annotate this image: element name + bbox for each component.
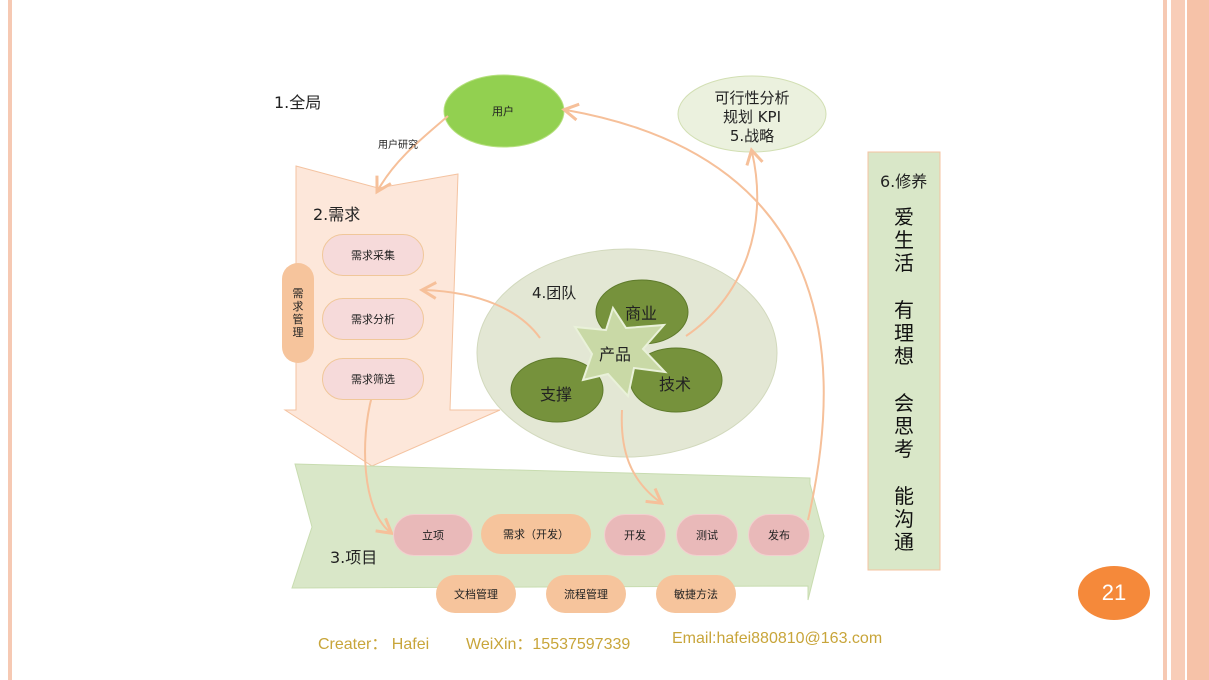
cultivation-line-2: 有 理 想 xyxy=(868,299,940,368)
left-border-line xyxy=(8,0,12,680)
strategy-line3: 5.战略 xyxy=(729,127,775,145)
cultivation-char: 活 xyxy=(894,251,914,275)
strategy-line2: 规划 KPI xyxy=(722,108,782,126)
arrow-team-to-requirements xyxy=(418,281,541,339)
team-label: 4.团队 xyxy=(532,284,577,302)
team-business-label: 商业 xyxy=(625,304,658,323)
req-mgmt-char-1: 需 xyxy=(292,287,304,300)
cultivation-char: 思 xyxy=(894,414,914,438)
req-item-filter: 需求筛选 xyxy=(322,358,424,400)
req-management-pill: 需 求 管 理 xyxy=(282,263,314,363)
cultivation-label: 6.修养 xyxy=(880,172,928,191)
arrow-team-to-strategy xyxy=(685,147,764,337)
arrow-requirements-to-project xyxy=(364,395,394,536)
page-number: 21 xyxy=(1101,580,1127,605)
cultivation-box xyxy=(867,151,941,571)
user-research-label: 用户研究 xyxy=(378,140,418,151)
cultivation-line-4: 能 沟 通 xyxy=(868,485,940,554)
cultivation-lines: 爱 生 活 有 理 想 会 思 考 能 沟 通 xyxy=(868,206,940,554)
project-label: 3.项目 xyxy=(330,548,378,567)
support-blob xyxy=(510,357,604,423)
section1-label: 1.全局 xyxy=(274,93,322,112)
req-mgmt-char-2: 求 xyxy=(292,300,304,313)
cultivation-char: 通 xyxy=(894,530,914,554)
req-mgmt-char-4: 理 xyxy=(292,326,304,339)
req-item-collect: 需求采集 xyxy=(322,234,424,276)
requirements-label: 2.需求 xyxy=(313,205,361,224)
cultivation-char: 会 xyxy=(894,391,914,415)
team-support-label: 支撑 xyxy=(540,385,573,404)
right-decorative-stripes xyxy=(1163,0,1209,680)
cultivation-line-3: 会 思 考 xyxy=(868,392,940,461)
project-step-requirements-dev: 需求（开发） xyxy=(481,514,591,554)
cultivation-char: 理 xyxy=(894,321,914,345)
project-step-develop: 开发 xyxy=(604,514,666,556)
cultivation-char: 生 xyxy=(894,228,914,252)
cultivation-line-1: 爱 生 活 xyxy=(868,206,940,275)
arrow-user-to-requirements xyxy=(375,115,449,195)
footer-weixin: WeiXin：15537597339 xyxy=(466,636,631,653)
cultivation-char: 沟 xyxy=(894,507,914,531)
cultivation-char: 考 xyxy=(894,437,914,461)
project-tool-agile: 敏捷方法 xyxy=(656,575,736,613)
cultivation-char: 想 xyxy=(894,344,914,368)
strategy-text: 可行性分析 规划 KPI 5.战略 xyxy=(690,89,814,146)
footer-email: Email:hafei880810@163.com xyxy=(672,630,883,647)
page-number-badge: 21 xyxy=(1078,566,1150,620)
strategy-line1: 可行性分析 xyxy=(714,89,790,107)
req-item-analyze: 需求分析 xyxy=(322,298,424,340)
arrow-team-to-project xyxy=(620,409,665,505)
req-mgmt-char-3: 管 xyxy=(292,313,304,326)
cultivation-char: 能 xyxy=(894,484,914,508)
project-step-test: 测试 xyxy=(676,514,738,556)
arrow-project-to-user xyxy=(561,102,825,521)
project-tool-process: 流程管理 xyxy=(546,575,626,613)
project-step-release: 发布 xyxy=(748,514,810,556)
cultivation-char: 爱 xyxy=(894,205,914,229)
team-product-label: 产品 xyxy=(599,345,632,364)
project-step-initiate: 立项 xyxy=(393,514,473,556)
product-star xyxy=(573,305,668,399)
team-tech-label: 技术 xyxy=(659,375,692,394)
user-label: 用户 xyxy=(492,105,514,118)
footer-creator: Creater： Hafei xyxy=(318,636,430,653)
cultivation-char: 有 xyxy=(894,298,914,322)
project-tool-docs: 文档管理 xyxy=(436,575,516,613)
